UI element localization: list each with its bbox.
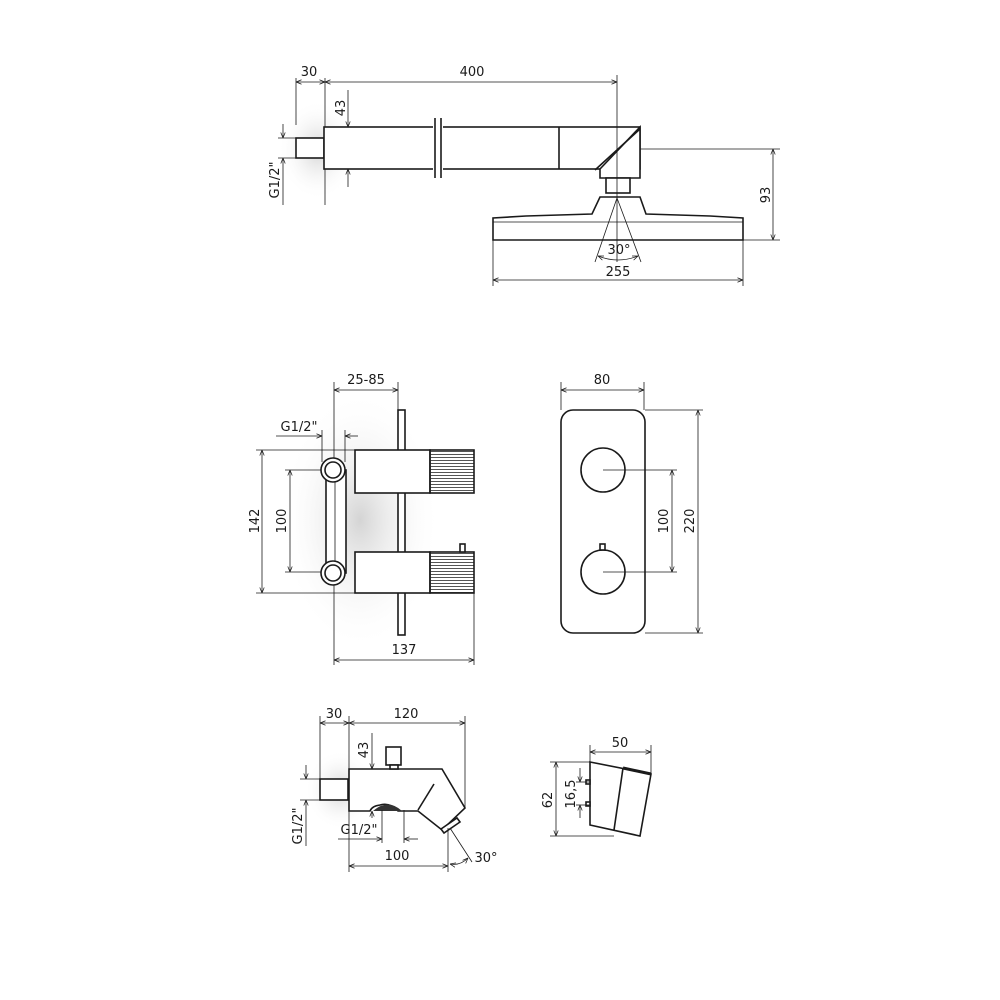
dim-thread: G1/2": [281, 420, 318, 435]
shower-head: [492, 196, 744, 241]
mixer-front-view: 80 100 220: [560, 373, 703, 634]
dim-length: 120: [394, 707, 419, 722]
dim-height: 62: [541, 792, 556, 809]
dim-angle: 30°: [474, 851, 497, 866]
dim-thread-bottom: G1/2": [341, 823, 378, 838]
dim-height: 220: [683, 509, 698, 534]
shower-arm-view: 30 400 43 G1/2" 93 255 30°: [268, 65, 780, 286]
dim-width: 80: [594, 373, 611, 388]
dim-angle: 30°: [607, 243, 630, 258]
dim-holes: 16,5: [564, 780, 579, 809]
wall-connector: [295, 137, 325, 159]
front-plate: [560, 409, 646, 634]
mixer-side-view: 25-85 G1/2" 142 100 137: [248, 373, 475, 665]
knob-lower: [429, 551, 475, 594]
dim-width: 50: [612, 736, 629, 751]
spout-body: [348, 768, 467, 832]
knob-upper: [429, 449, 475, 494]
dim-height: 43: [357, 742, 372, 759]
arm: [323, 126, 641, 170]
bath-spout-view: 30 120 43 G1/2" G1/2" 100 30°: [291, 707, 498, 872]
dim-total-height: 142: [248, 509, 263, 534]
dim-flange: 30: [301, 65, 318, 80]
dim-thread-left: G1/2": [291, 808, 306, 845]
dim-outlet: 100: [385, 849, 410, 864]
dim-head-width: 255: [606, 265, 631, 280]
dim-arm-height: 43: [334, 100, 349, 117]
dim-axis: 100: [275, 509, 290, 534]
wall-connector: [319, 778, 349, 801]
dim-flange: 30: [326, 707, 343, 722]
dim-depth: 25-85: [347, 373, 385, 388]
shower-holder-view: 50 62 16,5: [541, 736, 652, 837]
dim-arm-length: 400: [460, 65, 485, 80]
dim-head-height: 93: [759, 187, 774, 204]
dim-total-depth: 137: [392, 643, 417, 658]
diverter: [385, 746, 402, 766]
dim-axis: 100: [657, 509, 672, 534]
wall-plate: [397, 409, 406, 636]
dim-thread: G1/2": [268, 162, 283, 199]
